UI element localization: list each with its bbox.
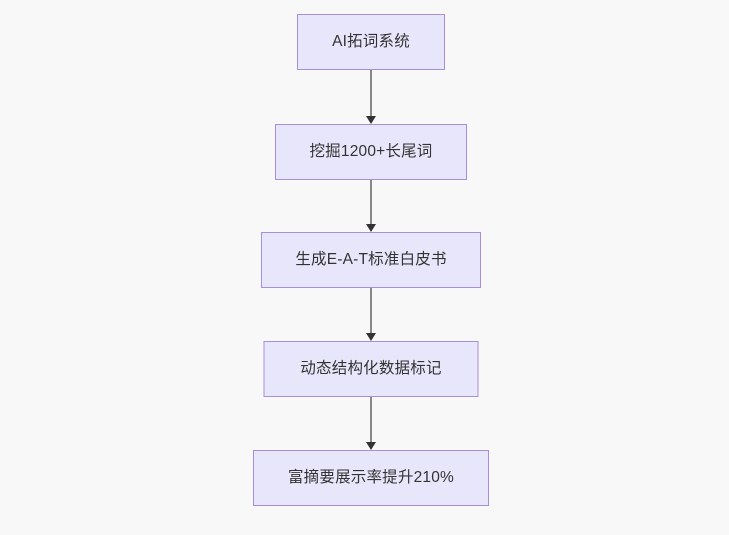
edge-line <box>370 70 372 116</box>
edge-line <box>370 288 372 333</box>
flow-node-rich-snippet-rate-increase[interactable]: 富摘要展示率提升210% <box>253 450 489 506</box>
flow-node-label: 挖掘1200+长尾词 <box>309 143 433 161</box>
arrowhead-icon <box>366 442 376 450</box>
arrowhead-icon <box>366 333 376 341</box>
flow-node-label: 动态结构化数据标记 <box>300 360 442 378</box>
flow-node-label: 生成E-A-T标准白皮书 <box>295 251 447 269</box>
flow-edge-2 <box>364 180 378 232</box>
flow-node-label: AI拓词系统 <box>332 33 410 51</box>
flow-node-ai-keyword-system[interactable]: AI拓词系统 <box>297 14 445 70</box>
flow-node-mine-longtail-keywords[interactable]: 挖掘1200+长尾词 <box>275 124 467 180</box>
flow-node-generate-eat-whitepaper[interactable]: 生成E-A-T标准白皮书 <box>261 232 481 288</box>
flow-edge-4 <box>364 397 378 450</box>
flow-node-label: 富摘要展示率提升210% <box>287 469 455 487</box>
flow-node-dynamic-structured-data-markup[interactable]: 动态结构化数据标记 <box>263 341 479 397</box>
arrowhead-icon <box>366 224 376 232</box>
flow-edge-1 <box>364 70 378 124</box>
edge-line <box>370 180 372 224</box>
flow-edge-3 <box>364 288 378 341</box>
arrowhead-icon <box>366 116 376 124</box>
edge-line <box>370 397 372 442</box>
